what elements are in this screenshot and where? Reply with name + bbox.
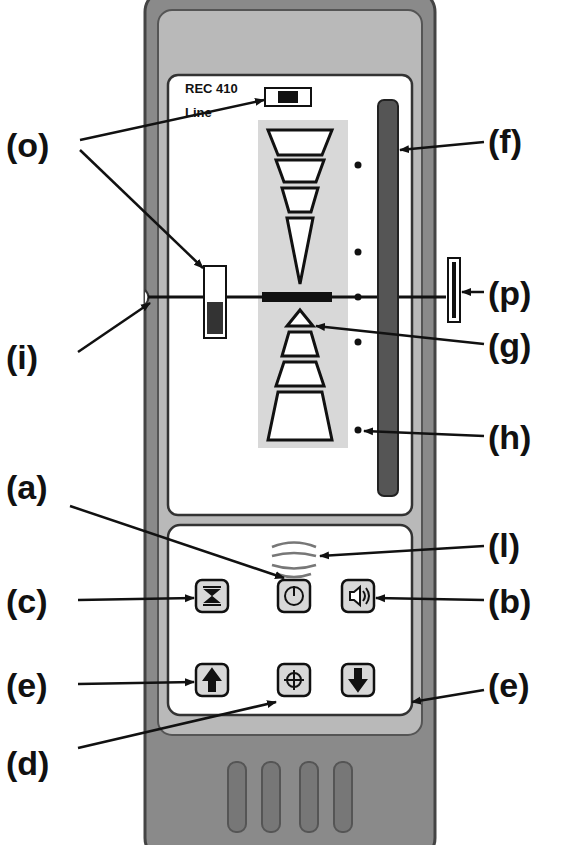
callout-letter: (f) <box>488 124 522 158</box>
callout-letter: (o) <box>6 128 49 162</box>
model-name: REC 410 <box>185 82 238 95</box>
callout-letter: (d) <box>6 746 49 780</box>
callout-letter: (p) <box>488 276 531 310</box>
callout-letter: (e) <box>488 668 530 702</box>
model-line: Line <box>185 106 212 119</box>
callout-letter: (h) <box>488 420 531 454</box>
callout-letter: (l) <box>488 528 520 562</box>
callout-letter: (i) <box>6 340 38 374</box>
callout-letter: (g) <box>488 328 531 362</box>
callout-letter: (e) <box>6 668 48 702</box>
callout-letter: (b) <box>488 584 531 618</box>
callout-letter: (a) <box>6 470 48 504</box>
callout-letter: (c) <box>6 584 48 618</box>
